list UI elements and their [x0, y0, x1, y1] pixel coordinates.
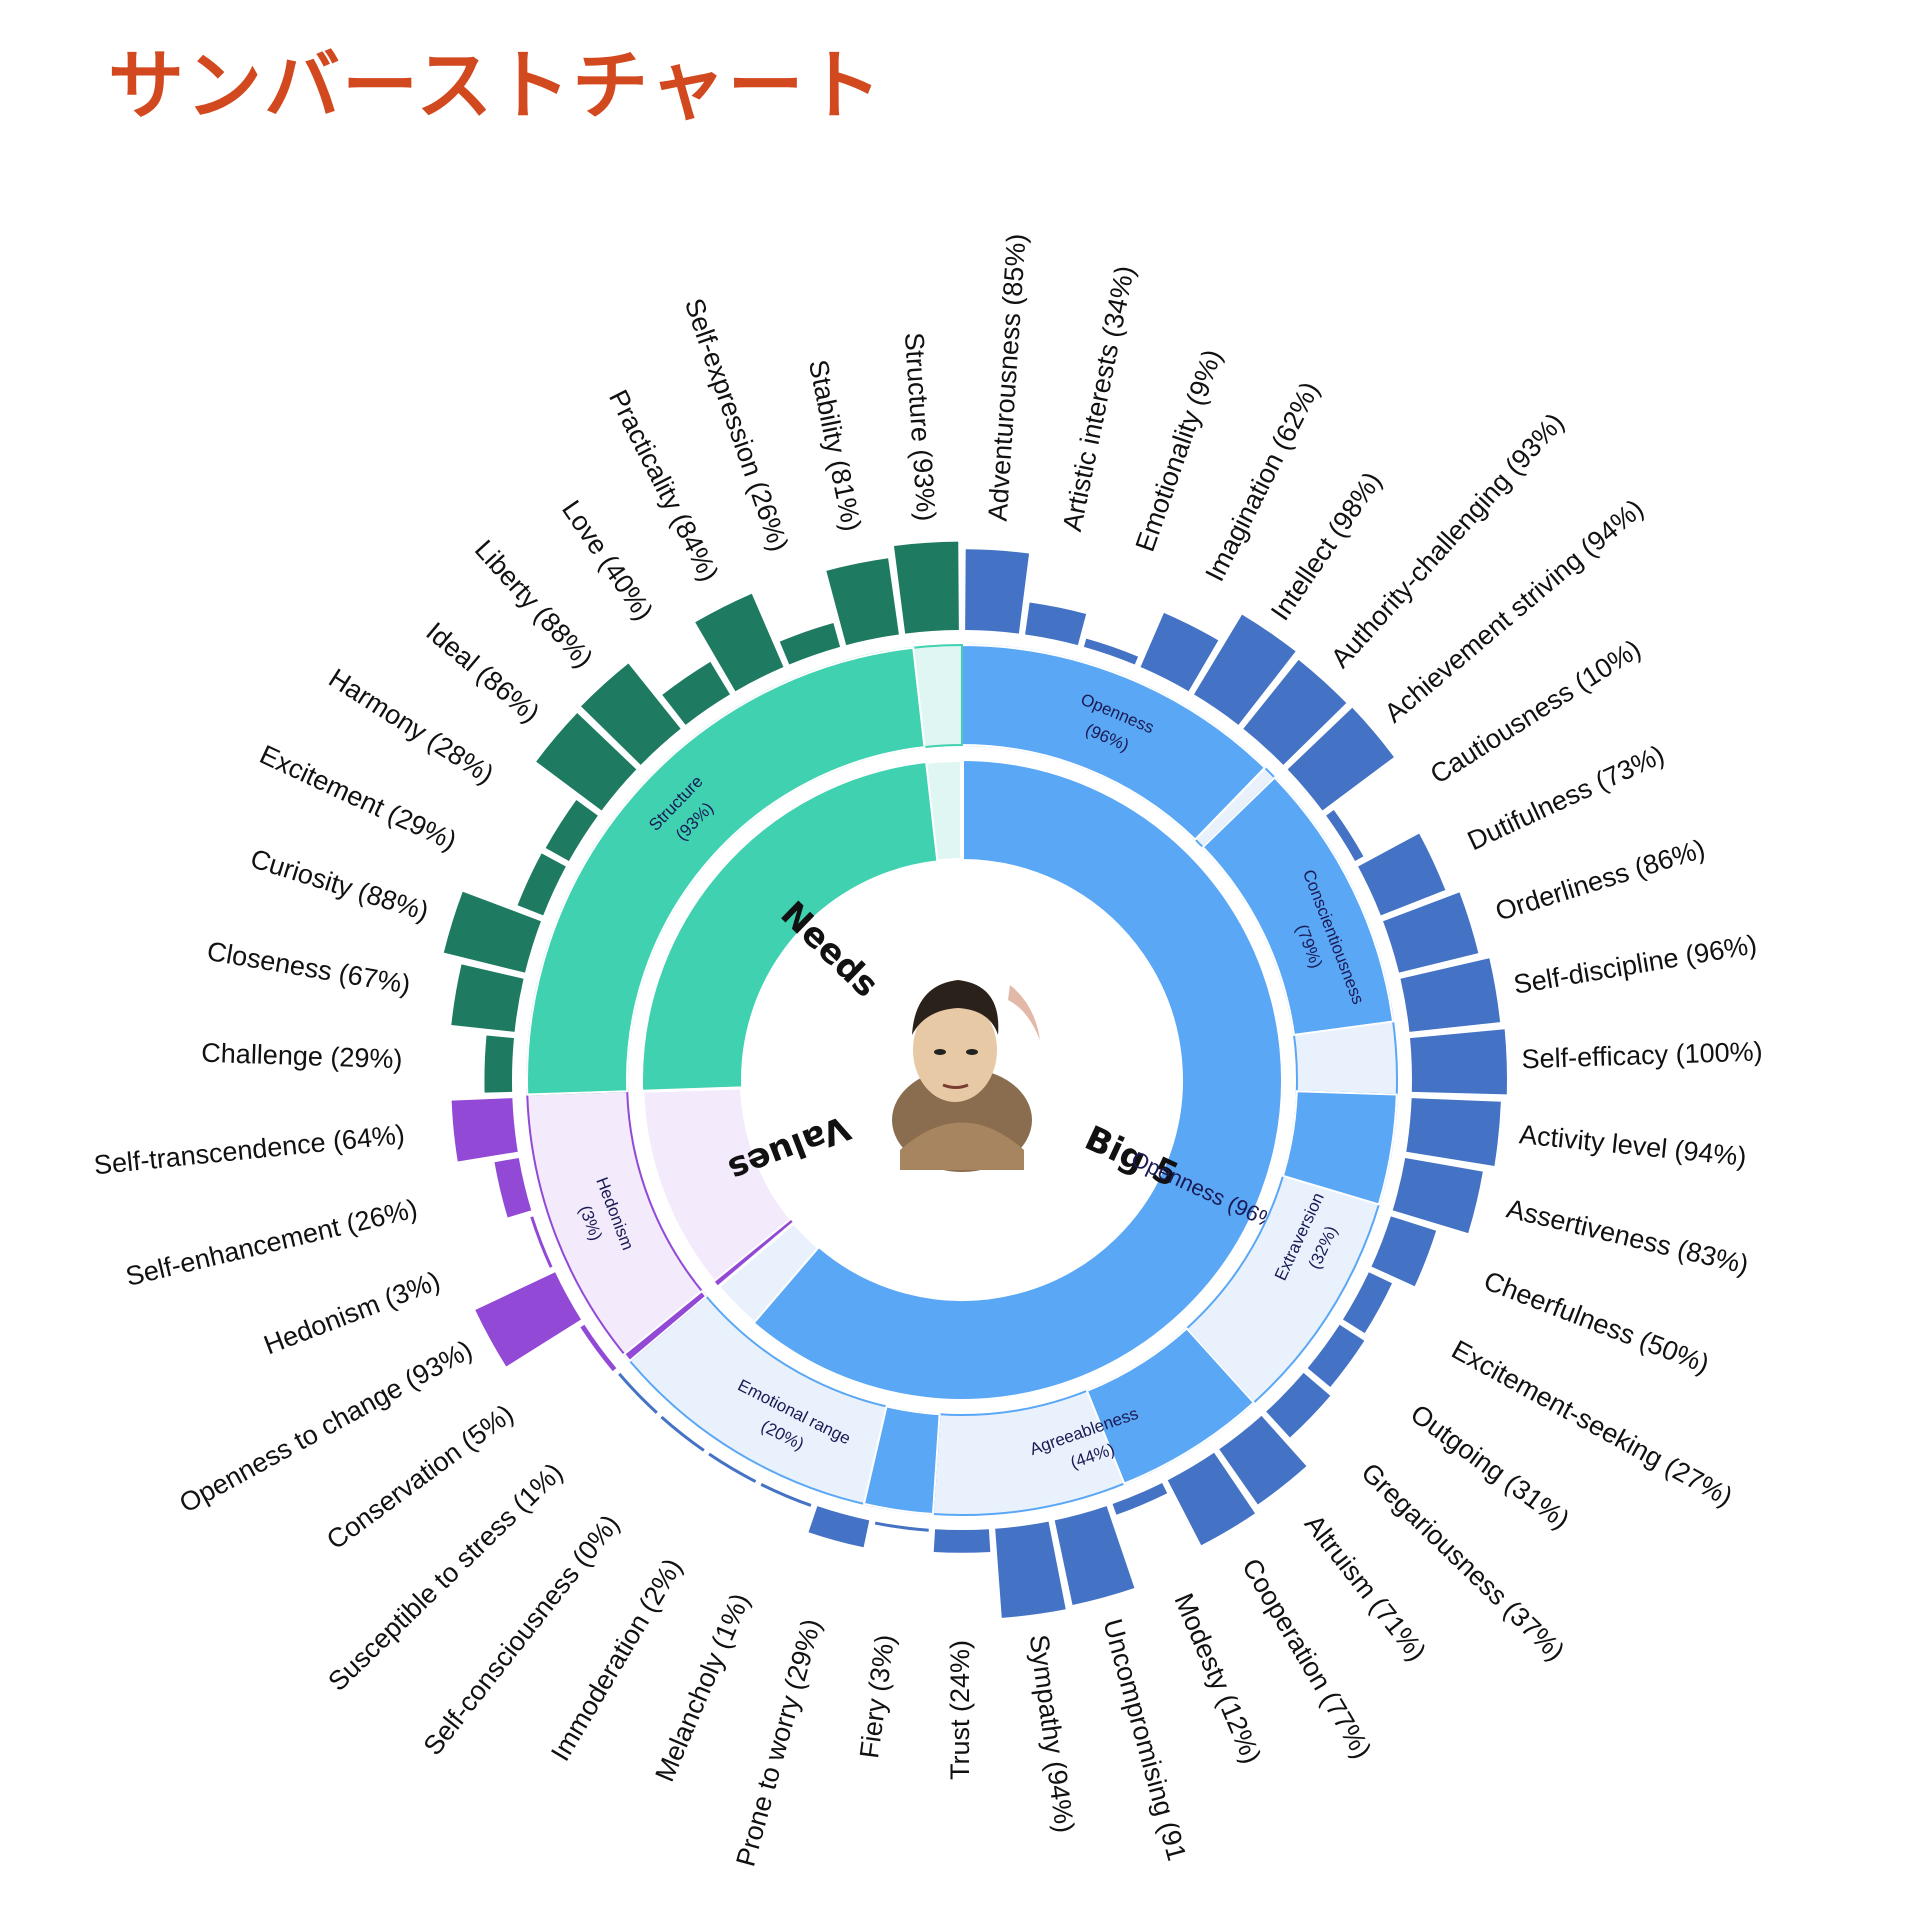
- facet-bar-love: [662, 661, 730, 725]
- needs-inner-fill: [641, 760, 939, 1092]
- facet-label-trust: Trust (24%): [945, 1640, 975, 1780]
- facet-bar-outgoing: [1307, 1324, 1365, 1387]
- facet-label-love: Love (40%): [556, 495, 659, 626]
- facet-bar-artistic-interests: [1025, 602, 1087, 646]
- facet-label-prone-to-worry: Prone to worry (29%): [730, 1616, 826, 1870]
- facet-bar-emotionality: [1083, 638, 1139, 665]
- facet-bar-adventurousness: [965, 549, 1030, 634]
- facet-label-authority-challenging: Authority-challenging (93%): [1325, 407, 1570, 673]
- facet-bar-orderliness: [1383, 892, 1479, 973]
- facet-bar-stability: [826, 558, 899, 646]
- facet-label-curiosity: Curiosity (88%): [247, 843, 432, 926]
- trait-conscientiousness-fill: [1201, 776, 1395, 1037]
- facet-label-challenge: Challenge (29%): [201, 1038, 403, 1075]
- facet-bar-authority-challenging: [1243, 659, 1347, 765]
- facet-label-achievement-striving: Achievement striving (94%): [1379, 493, 1649, 728]
- trait-agreeableness-fill: [1085, 1327, 1256, 1485]
- trait-ring: Openness(96%)Conscientiousness(79%)Extra…: [526, 643, 1398, 1516]
- facet-label-artistic-interests: Artistic interests (34%): [1057, 263, 1140, 534]
- facet-bar-curiosity: [443, 891, 541, 973]
- center-area: [870, 980, 1054, 1172]
- facet-label-orderliness: Orderliness (86%): [1492, 834, 1709, 927]
- facet-bar-imagination: [1140, 612, 1219, 692]
- facet-label-activity-level: Activity level (94%): [1518, 1119, 1748, 1172]
- facet-bar-dutifulness: [1358, 833, 1446, 916]
- facet-bar-activity-level: [1406, 1098, 1501, 1166]
- facet-bar-cautiousness: [1326, 810, 1364, 861]
- facet-bar-openness-to-change: [475, 1272, 582, 1367]
- facet-bars: [443, 541, 1507, 1618]
- facet-label-cheerfulness: Cheerfulness (50%): [1480, 1266, 1713, 1380]
- facet-bar-excitement: [517, 853, 566, 916]
- trait-emotional-range-fill: [862, 1405, 941, 1516]
- trait-structure-fill: [526, 646, 926, 1096]
- facet-bar-susceptible-to-stress: [618, 1372, 658, 1414]
- facet-label-excitement: Excitement (29%): [255, 739, 461, 856]
- facet-label-self-efficacy: Self-efficacy (100%): [1521, 1036, 1763, 1074]
- facet-label-stability: Stability (81%): [803, 357, 867, 534]
- facet-label-sympathy: Sympathy (94%): [1024, 1633, 1080, 1835]
- facet-label-modesty: Modesty (12%): [1169, 1589, 1268, 1768]
- facet-bar-excitement-seeking: [1342, 1272, 1393, 1334]
- facet-bar-hedonism: [530, 1216, 553, 1268]
- portrait-photo: [892, 980, 1040, 1172]
- facet-bar-practicality: [695, 593, 784, 692]
- facet-bar-self-transcendence: [451, 1098, 518, 1162]
- facet-bar-uncompromising: [1054, 1506, 1135, 1605]
- facet-label-closeness: Closeness (67%): [205, 936, 413, 1000]
- trait-openness-fill: [961, 643, 1267, 841]
- values-inner-fill: [712, 1217, 796, 1289]
- facet-bar-structure: [893, 541, 959, 634]
- facet-bar-intellect: [1194, 614, 1296, 725]
- facet-bar-closeness: [451, 964, 524, 1032]
- trait-hedonism-fill: [622, 1289, 708, 1363]
- facet-bar-prone-to-worry: [808, 1506, 870, 1548]
- facet-label-self-enhancement: Self-enhancement (26%): [123, 1193, 420, 1291]
- facet-bar-trust: [933, 1529, 991, 1553]
- needs-category-label: Needs: [773, 894, 886, 1006]
- facet-label-hedonism: Hedonism (3%): [260, 1266, 444, 1361]
- facet-bar-gregariousness: [1266, 1372, 1331, 1438]
- facet-label-openness-to-change: Openness to change (93%): [175, 1334, 478, 1518]
- facet-bar-altruism: [1219, 1415, 1307, 1505]
- facet-label-melancholy: Melancholy (1%): [649, 1589, 755, 1786]
- facet-label-susceptible-to-stress: Susceptible to stress (1%): [322, 1457, 568, 1697]
- facet-label-intellect: Intellect (98%): [1265, 466, 1387, 625]
- facet-label-adventurousness: Adventurousness (85%): [983, 233, 1032, 523]
- facet-bar-conservation: [580, 1324, 617, 1372]
- facet-bar-challenge: [484, 1035, 514, 1093]
- trait-extraversion-fill: [1281, 1090, 1398, 1206]
- facet-bar-liberty: [581, 663, 681, 765]
- facet-label-ideal: Ideal (86%): [420, 616, 545, 728]
- facet-bar-achievement-striving: [1287, 707, 1394, 811]
- facet-bar-self-discipline: [1400, 958, 1501, 1032]
- facet-bar-immoderation: [708, 1452, 757, 1483]
- big-5-inner-fill: [752, 758, 1283, 1401]
- facet-bar-modesty: [1112, 1483, 1168, 1515]
- facet-label-self-discipline: Self-discipline (96%): [1511, 929, 1759, 1000]
- page-title: サンバーストチャート: [108, 41, 884, 130]
- facet-label-fiery: Fiery (3%): [854, 1633, 900, 1760]
- facet-label-liberty: Liberty (88%): [469, 534, 599, 673]
- facet-label-dutifulness: Dutifulness (73%): [1463, 739, 1669, 856]
- facet-label-uncompromising: Uncompromising (91: [1097, 1616, 1192, 1864]
- facet-bar-cheerfulness: [1371, 1216, 1437, 1287]
- facet-bar-fiery: [874, 1521, 929, 1532]
- facet-label-structure: Structure (93%): [899, 331, 942, 522]
- facet-bar-ideal: [536, 713, 637, 811]
- facet-bar-sympathy: [995, 1521, 1066, 1618]
- facet-label-assertiveness: Assertiveness (83%): [1504, 1193, 1752, 1280]
- facet-bar-harmony: [545, 799, 598, 861]
- facet-label-emotionality: Emotionality (9%): [1130, 346, 1228, 556]
- facet-bar-self-expression: [779, 623, 841, 665]
- facet-bar-self-consciousness: [660, 1415, 705, 1452]
- facet-bar-self-efficacy: [1410, 1029, 1507, 1095]
- facet-bar-cooperation: [1167, 1452, 1256, 1546]
- facet-bar-self-enhancement: [494, 1157, 532, 1218]
- facet-bar-assertiveness: [1392, 1157, 1483, 1234]
- facet-label-self-transcendence: Self-transcendence (64%): [93, 1119, 407, 1180]
- facet-bar-melancholy: [760, 1483, 812, 1507]
